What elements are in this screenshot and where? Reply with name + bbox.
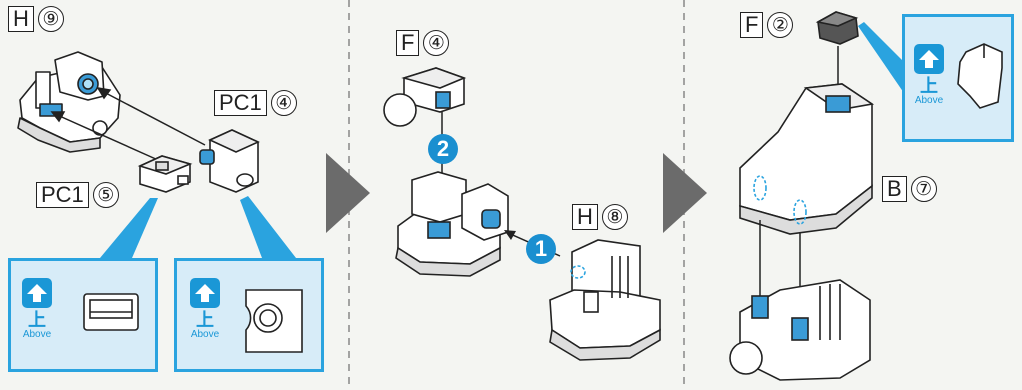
above-kanji: 上 — [28, 310, 46, 330]
up-arrow-icon — [22, 278, 52, 308]
label-letter: F — [396, 30, 420, 56]
above-kanji: 上 — [920, 76, 938, 96]
up-arrow-icon — [190, 278, 220, 308]
label-number: ⑤ — [92, 182, 119, 208]
above-kanji: 上 — [196, 310, 214, 330]
label-number: ④ — [270, 90, 297, 116]
label-number: ⑦ — [910, 176, 937, 202]
label-number: ⑨ — [37, 6, 64, 32]
above-text: Above — [914, 95, 944, 106]
part-f2-drawing — [815, 11, 859, 45]
label-number: ④ — [423, 30, 450, 56]
label-h9: H ⑨ — [8, 6, 64, 32]
next-step-arrow-1 — [326, 153, 370, 233]
callout-pointer-b — [100, 198, 158, 258]
part-h8-drawing — [549, 239, 661, 361]
label-letter: B — [882, 176, 907, 202]
next-step-arrow-2 — [663, 153, 707, 233]
callout-pointer-a — [240, 196, 296, 258]
middle-base-drawing — [395, 171, 509, 277]
label-number: ⑧ — [601, 204, 628, 230]
label-letter: PC1 — [36, 182, 89, 208]
step-number-1: 1 — [526, 234, 556, 264]
label-letter: PC1 — [214, 90, 267, 116]
part-pc1-5-drawing — [137, 155, 193, 193]
above-text: Above — [22, 329, 52, 340]
label-h8: H ⑧ — [572, 204, 628, 230]
part-pc1-4-drawing — [199, 129, 260, 193]
label-pc1-4: PC1 ④ — [214, 90, 297, 116]
label-pc1-5: PC1 ⑤ — [36, 182, 119, 208]
label-number: ② — [767, 12, 794, 38]
label-letter: F — [740, 12, 764, 38]
callout-pointer-right — [858, 22, 906, 96]
label-letter: H — [572, 204, 598, 230]
left-connection-arrows — [50, 86, 206, 161]
up-arrow-icon — [914, 44, 944, 74]
label-letter: H — [8, 6, 34, 32]
above-text: Above — [190, 329, 220, 340]
part-h9-drawing — [17, 51, 121, 153]
part-f4-drawing — [383, 67, 467, 127]
step-number-2: 2 — [428, 134, 458, 164]
label-f4: F ④ — [396, 30, 450, 56]
above-indicator-left-b: 上 Above — [190, 278, 220, 340]
label-b7: B ⑦ — [882, 176, 937, 202]
label-f2: F ② — [740, 12, 794, 38]
upper-torso-drawing — [739, 83, 875, 235]
lower-body-drawing — [729, 279, 871, 381]
above-indicator-right: 上 Above — [914, 44, 944, 106]
above-indicator-left-a: 上 Above — [22, 278, 52, 340]
